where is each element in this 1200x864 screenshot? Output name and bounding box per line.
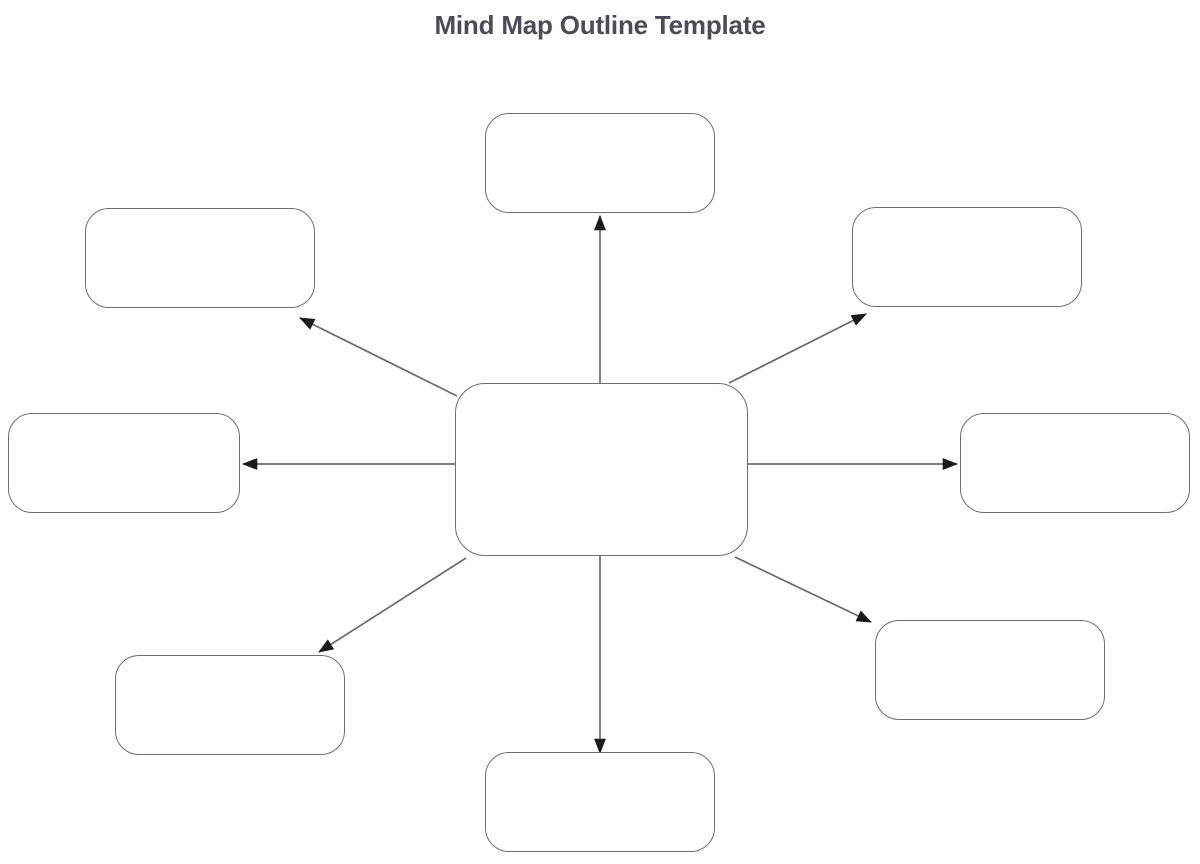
branch-node-top-right[interactable] xyxy=(852,207,1082,307)
branch-node-bottom-right[interactable] xyxy=(875,620,1105,720)
branch-node-left[interactable] xyxy=(8,413,240,513)
branch-node-bottom-left[interactable] xyxy=(115,655,345,755)
connector-top-left xyxy=(299,317,458,397)
branch-node-top-left[interactable] xyxy=(85,208,315,308)
branch-node-top[interactable] xyxy=(485,113,715,213)
branch-node-bottom[interactable] xyxy=(485,752,715,852)
branch-node-right[interactable] xyxy=(960,413,1190,513)
connector-bottom-right xyxy=(734,556,872,623)
page-title: Mind Map Outline Template xyxy=(434,10,766,40)
connector-bottom-left xyxy=(318,557,467,653)
central-node[interactable] xyxy=(455,383,748,556)
connector-top-right xyxy=(728,313,867,384)
